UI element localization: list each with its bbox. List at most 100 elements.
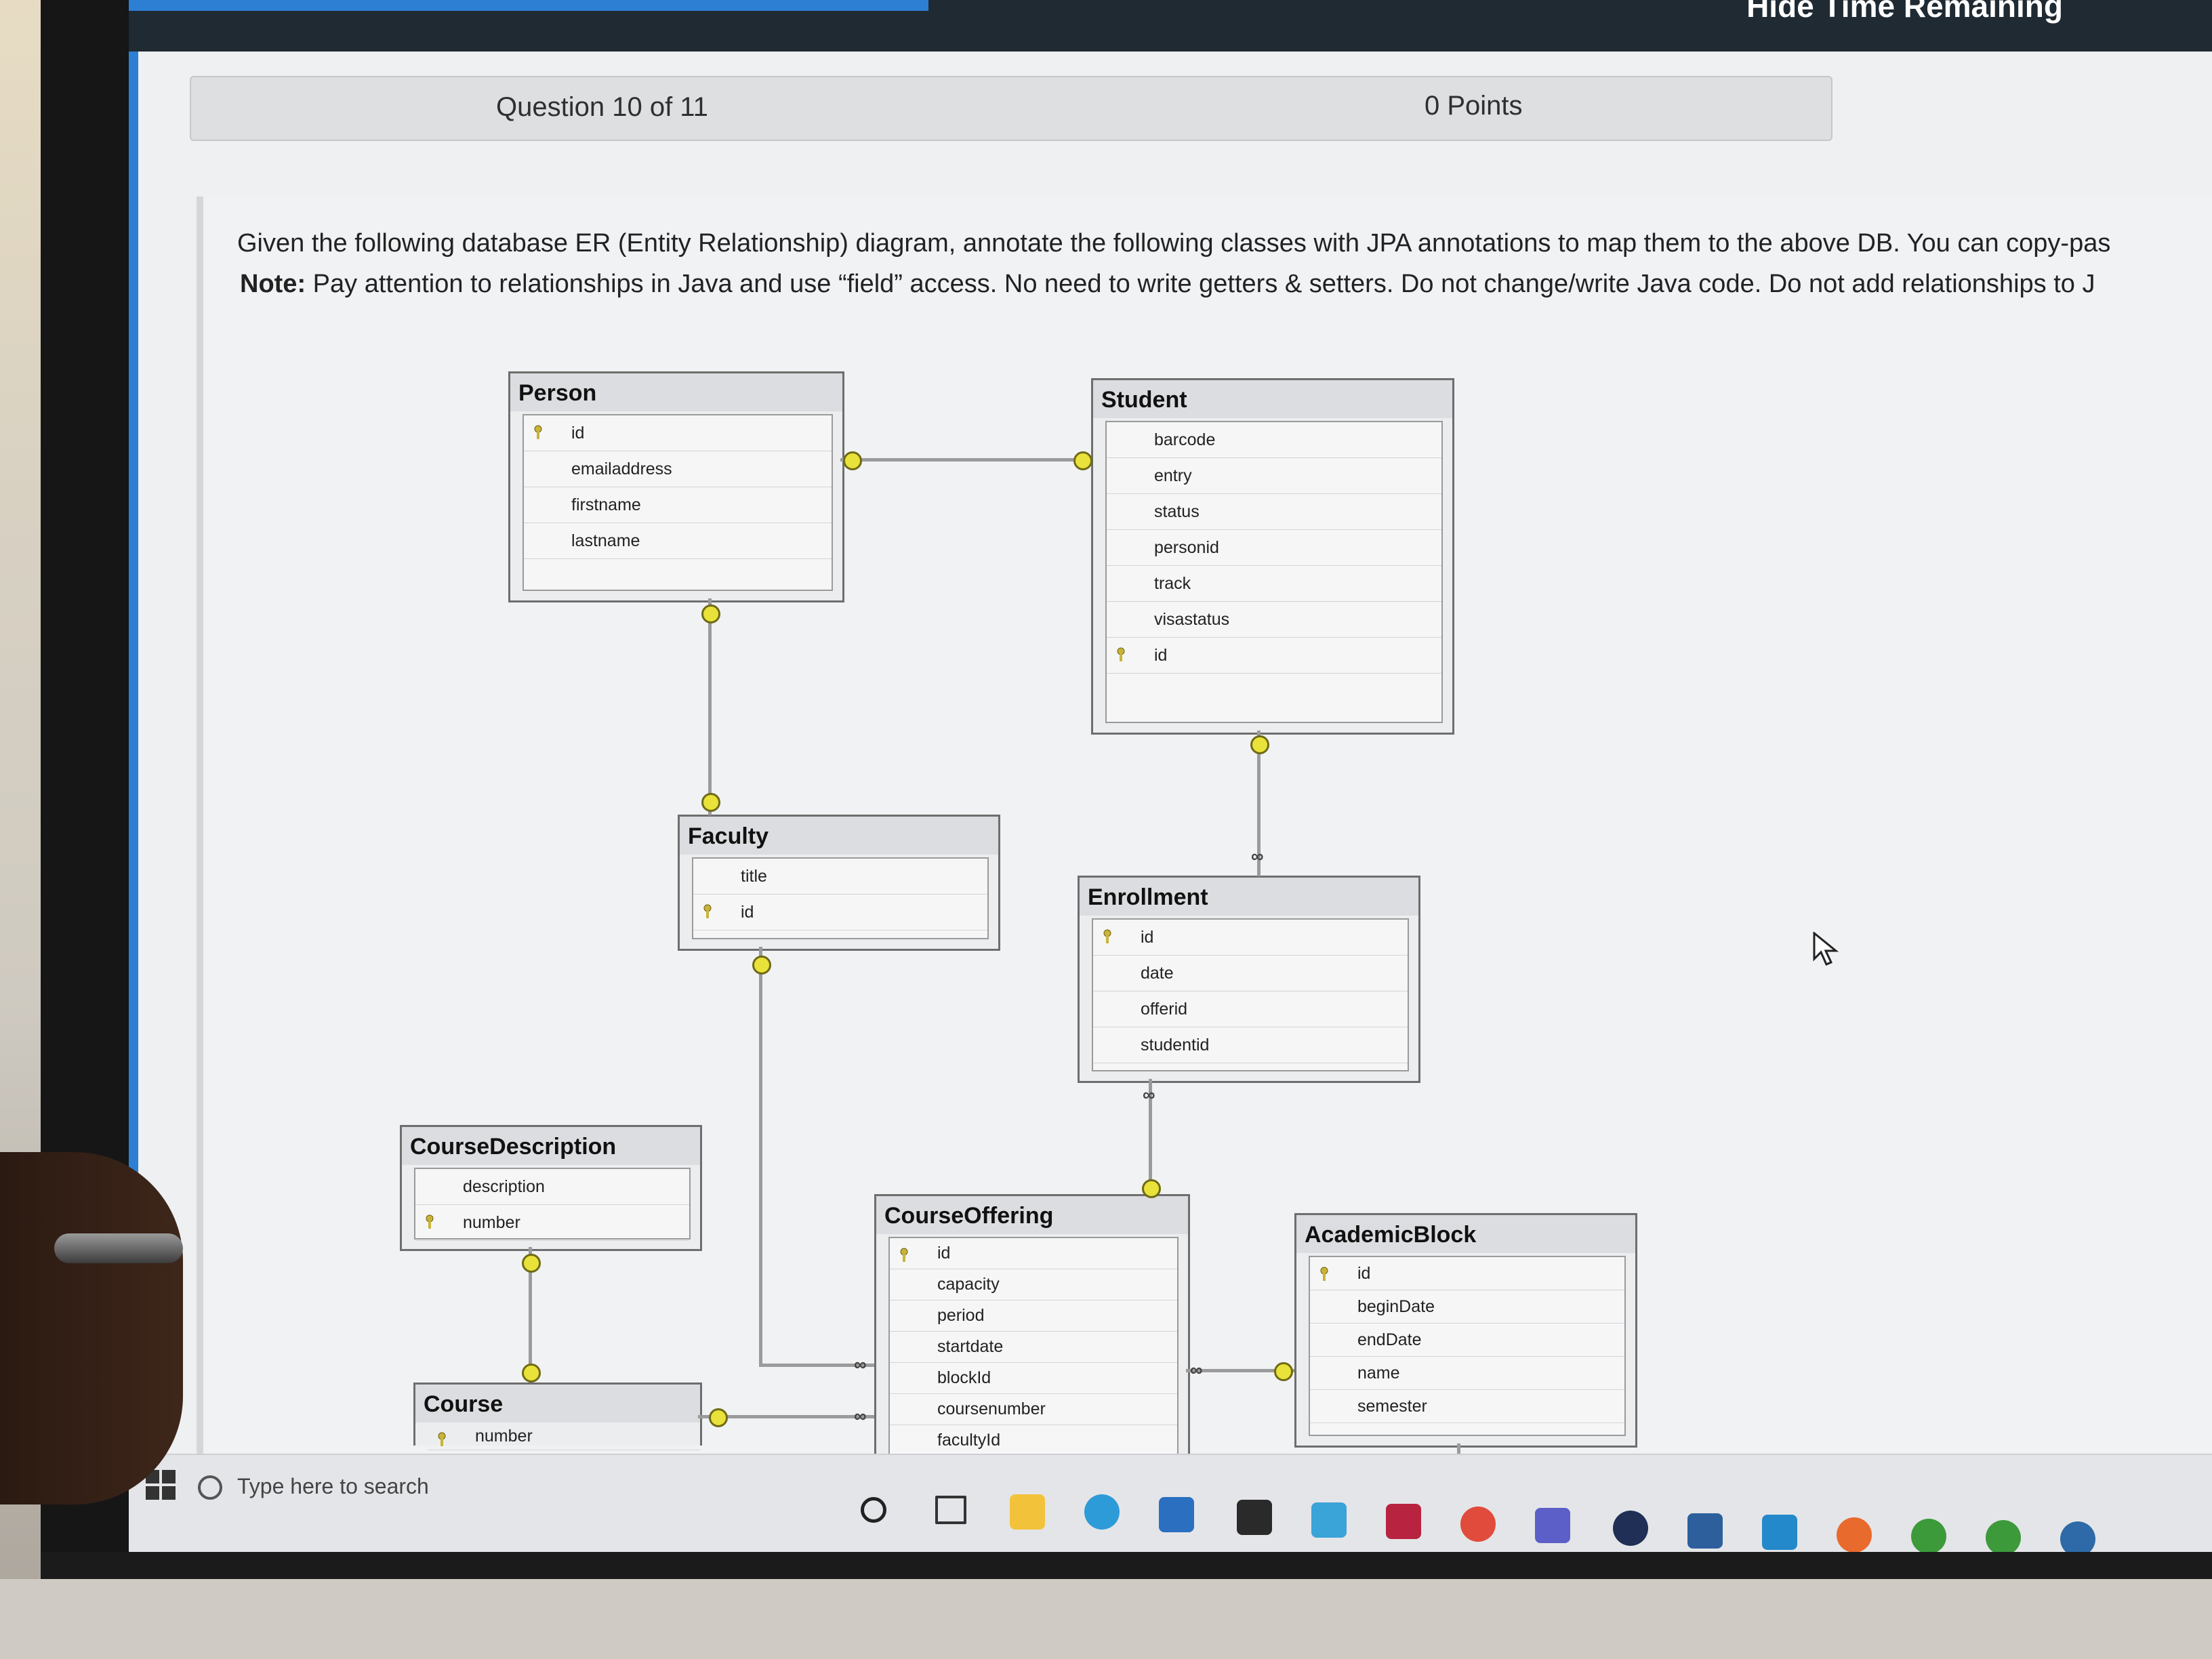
column-row: lastname	[524, 523, 832, 559]
taskbar: Type here to search	[129, 1454, 2212, 1559]
column-name: studentid	[1141, 1036, 1210, 1054]
app-icon[interactable]	[1613, 1511, 1648, 1546]
column-name: firstname	[571, 495, 641, 514]
windows-start-icon[interactable]	[146, 1470, 176, 1500]
column-name: number	[463, 1213, 520, 1232]
relationship-end-one	[522, 1254, 541, 1273]
content-rule	[197, 197, 203, 1559]
primary-key-icon	[533, 425, 543, 440]
column-row: entry	[1107, 458, 1441, 494]
app-icon[interactable]	[1386, 1504, 1421, 1539]
app-icon[interactable]	[1837, 1517, 1872, 1553]
progress-bar	[129, 0, 928, 11]
column-name: id	[1154, 646, 1168, 665]
column-row: blockId	[890, 1363, 1177, 1394]
taskbar-search[interactable]: Type here to search	[190, 1463, 637, 1511]
relationship-student-enrollment	[1257, 731, 1261, 876]
column-row: id	[890, 1238, 1177, 1269]
desk-surface	[0, 1579, 2212, 1659]
search-icon	[198, 1475, 222, 1500]
table-title: Enrollment	[1080, 878, 1418, 916]
table-title: CourseDescription	[402, 1127, 700, 1165]
relationship-end-one	[701, 605, 720, 623]
relationship-course-offering	[698, 1415, 874, 1418]
mail-icon[interactable]	[1159, 1497, 1194, 1532]
column-row: emailaddress	[524, 451, 832, 487]
relationship-offering-block	[1186, 1369, 1294, 1372]
table-columns: id capacity period startdate blockId cou…	[888, 1237, 1179, 1478]
column-name: emailaddress	[571, 459, 672, 478]
column-row: status	[1107, 494, 1441, 530]
column-name: id	[571, 424, 585, 443]
relationship-end-one	[752, 956, 771, 975]
column-name: coursenumber	[937, 1399, 1046, 1418]
relationship-description-course	[529, 1247, 532, 1382]
note-label: Note:	[240, 270, 306, 298]
app-icon[interactable]	[1986, 1520, 2021, 1555]
table-title: CourseOffering	[876, 1196, 1188, 1234]
er-table-enrollment: Enrollment id date offerid studentid	[1078, 876, 1420, 1083]
column-name: id	[937, 1244, 951, 1263]
column-name: number	[475, 1427, 533, 1446]
app-icon[interactable]	[1911, 1519, 1946, 1554]
cortana-icon[interactable]	[861, 1497, 886, 1523]
column-name: status	[1154, 502, 1200, 521]
column-name: period	[937, 1306, 985, 1325]
hide-time-label: Hide Time Remaining	[1746, 0, 2063, 24]
table-title: Person	[510, 373, 842, 411]
column-row: number	[428, 1422, 700, 1450]
primary-key-icon	[703, 904, 712, 919]
relationship-faculty-offering	[759, 947, 762, 1367]
teams-icon[interactable]	[1535, 1508, 1570, 1543]
relationship-end-one	[1274, 1362, 1293, 1381]
store-icon[interactable]	[1237, 1500, 1272, 1535]
column-row: description	[415, 1169, 689, 1205]
column-row: startdate	[890, 1332, 1177, 1363]
snip-icon[interactable]	[1311, 1502, 1347, 1538]
column-name: id	[1357, 1264, 1371, 1283]
column-name: lastname	[571, 531, 640, 550]
column-name: track	[1154, 574, 1191, 593]
app-icon[interactable]	[1687, 1513, 1723, 1549]
chrome-icon[interactable]	[1460, 1507, 1496, 1542]
column-name: blockId	[937, 1368, 991, 1387]
instruction-line-1: Given the following database ER (Entity …	[237, 229, 2111, 258]
relationship-faculty-offering-h	[759, 1364, 874, 1367]
screen: Hide Time Remaining Question 10 of 11 0 …	[129, 0, 2212, 1559]
task-view-icon[interactable]	[935, 1496, 966, 1524]
file-explorer-icon[interactable]	[1010, 1494, 1045, 1530]
er-table-course-description: CourseDescription description number	[400, 1125, 702, 1251]
relationship-person-faculty	[708, 598, 712, 815]
column-row: number	[415, 1205, 689, 1241]
column-name: offerid	[1141, 1000, 1188, 1019]
column-name: id	[1141, 928, 1154, 947]
column-row: period	[890, 1300, 1177, 1332]
hand	[0, 1152, 183, 1504]
table-title: Faculty	[680, 817, 998, 855]
er-table-academic-block: AcademicBlock id beginDate endDate name …	[1294, 1213, 1637, 1448]
relationship-end-many: ∞	[1190, 1359, 1203, 1380]
top-bar: Hide Time Remaining	[129, 0, 2212, 52]
question-points: 0 Points	[1425, 91, 1523, 121]
hide-time-button[interactable]: Hide Time Remaining	[1746, 0, 2063, 24]
relationship-enrollment-offering	[1149, 1079, 1152, 1195]
column-row: visastatus	[1107, 602, 1441, 638]
column-row: facultyId	[890, 1425, 1177, 1456]
question-header: Question 10 of 11 0 Points	[190, 76, 1832, 141]
er-table-faculty: Faculty title id	[678, 815, 1000, 951]
accent-stripe	[129, 52, 138, 1190]
edge-icon[interactable]	[1084, 1494, 1120, 1530]
er-table-course-offering: CourseOffering id capacity period startd…	[874, 1194, 1190, 1490]
column-name: personid	[1154, 538, 1219, 557]
column-name: date	[1141, 964, 1174, 983]
relationship-end-one	[1073, 451, 1092, 470]
column-row: beginDate	[1310, 1290, 1624, 1324]
column-row: studentid	[1093, 1027, 1408, 1063]
primary-key-icon	[1116, 647, 1126, 662]
table-title: Student	[1093, 380, 1452, 418]
column-name: description	[463, 1177, 545, 1196]
app-icon[interactable]	[2060, 1521, 2095, 1557]
column-row: name	[1310, 1357, 1624, 1390]
column-row: barcode	[1107, 422, 1441, 458]
vscode-icon[interactable]	[1762, 1515, 1797, 1550]
